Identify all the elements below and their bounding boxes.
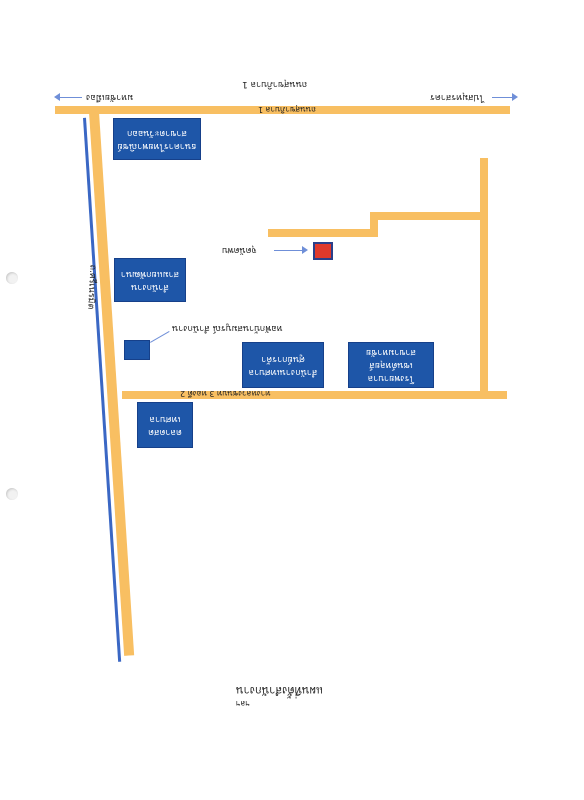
branch-road-lower: [268, 229, 376, 237]
top-road: [55, 106, 510, 114]
building-center-left: สำนักงานเทศบาล ศูนย์การค้า: [242, 342, 324, 388]
building-top-left-line1: ธนาคารไทยพาณิชย์: [117, 141, 197, 151]
top-road-label: ถนนสุขาภิบาล 1: [242, 79, 308, 89]
branch-road-step: [370, 212, 378, 237]
road-name-under-top: ถนนสุขาภิบาล 1: [258, 105, 317, 114]
right-vertical-road: [480, 158, 488, 395]
building-center-left-line1: สำนักงานเทศบาล: [248, 367, 318, 377]
lower-road: [122, 391, 507, 399]
left-road-label: ถ.ศรีเนรมิต: [85, 264, 98, 310]
right-arrow-line: [492, 97, 512, 98]
building-center-right-line1: โรงพยาบาลเซนต์หลุยส์: [367, 360, 415, 384]
left-arrow-line: [58, 97, 82, 98]
small-building: [124, 340, 150, 360]
building-left-middle-line1: สำนักงาน: [131, 282, 169, 292]
top-left-destination: มหาชัยเมือง: [86, 92, 134, 102]
marker-pointer-icon: [302, 246, 308, 254]
building-center-right-line2: สาขามหาชัย: [365, 347, 417, 358]
lower-road-label: ทางหลวงชนบท 3 ทองดี 2: [180, 389, 271, 398]
building-left-middle-line2: สามแยกพัฒนา: [120, 269, 180, 279]
building-left-middle: สำนักงาน สามแยกพัฒนา: [114, 258, 186, 302]
destination-marker: [313, 242, 333, 260]
right-arrow-icon: [512, 93, 518, 101]
left-arrow-icon: [54, 93, 60, 101]
top-right-destination: ไปสมุทรสาคร: [430, 92, 484, 102]
binder-hole-upper: [6, 272, 18, 284]
building-top-left-line2: สาขาตะวันออก: [127, 128, 187, 138]
small-building-label: หอพักบ้านสมบูรณ์ สำนักงาน: [172, 323, 283, 333]
small-building-pointer: [150, 331, 170, 343]
building-center-left-line2: ศูนย์การค้า: [261, 354, 305, 364]
building-bottom-left-line2: เทศบาล: [149, 414, 181, 424]
binder-hole-lower: [6, 488, 18, 500]
building-bottom-left-line1: ตลาดสด: [148, 427, 182, 437]
marker-label: จุดนัดพบ: [222, 245, 257, 255]
map-caption-sub: ฯลฯ: [236, 699, 250, 708]
building-top-left: ธนาคารไทยพาณิชย์ สาขาตะวันออก: [113, 118, 201, 160]
building-bottom-left: ตลาดสด เทศบาล: [137, 402, 193, 448]
branch-road-upper: [370, 212, 482, 220]
marker-pointer-line: [274, 250, 304, 251]
building-center-right: โรงพยาบาลเซนต์หลุยส์ สาขามหาชัย: [348, 342, 434, 388]
